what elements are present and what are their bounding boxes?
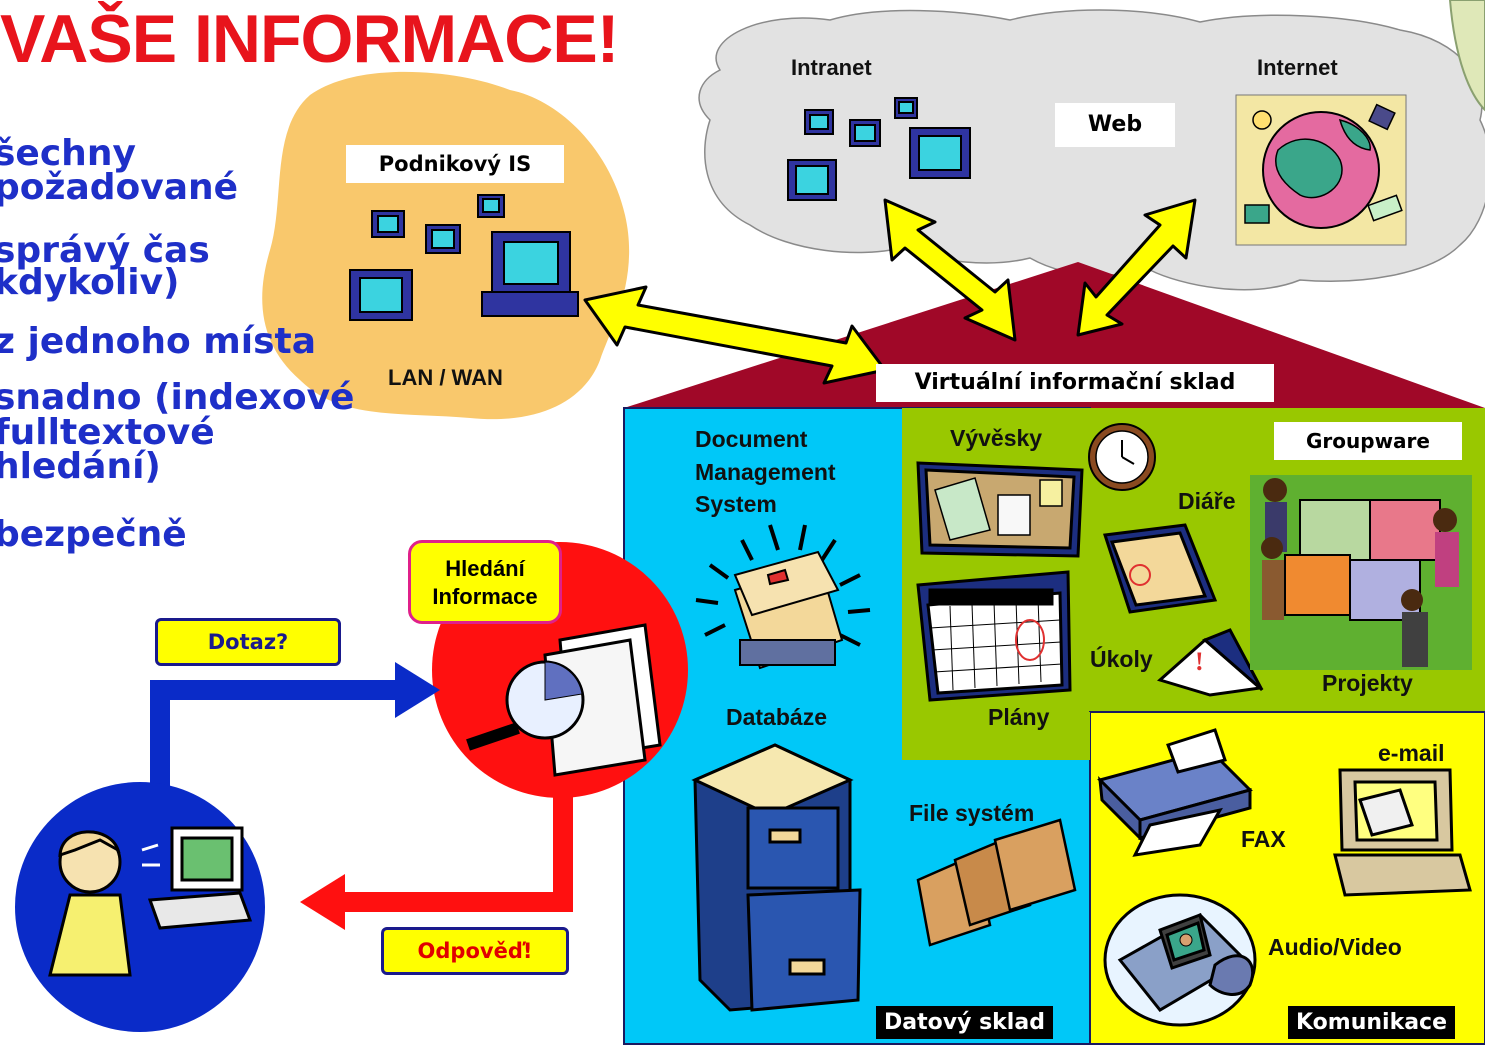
search-label-line2: Informace (432, 584, 538, 609)
bullet-right-time: správý čas (0, 230, 210, 271)
query-badge: Dotaz? (155, 618, 341, 666)
diaries-label: Diáře (1178, 488, 1236, 514)
internet-globe-icon (1235, 94, 1407, 246)
bullet-all: šechny (0, 133, 136, 174)
bullet-fulltext: fulltextové (0, 412, 215, 453)
web-label: Web (1055, 103, 1175, 147)
tasks-label: Úkoly (1090, 646, 1153, 672)
bullet-search: hledání) (0, 446, 161, 487)
communication-label: Komunikace (1288, 1006, 1456, 1039)
dms-label-line3: System (695, 491, 777, 517)
user-at-computer-icon (48, 826, 253, 977)
projects-puzzle-icon (1250, 475, 1472, 670)
wall-clock-icon (1088, 423, 1156, 491)
projects-label: Projekty (1322, 670, 1413, 696)
answer-arrowhead (300, 874, 345, 930)
file-folders-icon (916, 818, 1077, 947)
lan-wan-label: LAN / WAN (388, 365, 503, 390)
query-flow-line (150, 680, 400, 790)
svg-text:!: ! (1195, 647, 1204, 676)
noticeboard-label: Vývěsky (950, 425, 1043, 451)
audio-video-label: Audio/Video (1268, 934, 1402, 960)
virtual-warehouse-label: Virtuální informační sklad (876, 364, 1274, 402)
diary-icon (1103, 523, 1218, 614)
answer-badge: Odpověď! (381, 927, 569, 975)
magnifier-document-icon (466, 623, 662, 777)
groupware-label: Groupware (1274, 422, 1462, 460)
bullet-securely: bezpečně (0, 514, 187, 555)
email-computer-icon (1333, 768, 1472, 897)
search-information-badge: Hledání Informace (408, 540, 562, 624)
search-label-line1: Hledání (445, 556, 525, 581)
data-store-label: Datový sklad (876, 1006, 1053, 1039)
corporate-computers-icon (349, 194, 579, 321)
internet-label: Internet (1257, 55, 1338, 80)
fax-machine-icon (1097, 728, 1253, 857)
corporate-is-label: Podnikový IS (346, 145, 564, 183)
bullet-required: požadované (0, 167, 239, 208)
bullet-easily: snadno (indexové (0, 377, 355, 418)
answer-flow-line (340, 795, 573, 912)
fax-label: FAX (1241, 826, 1286, 852)
bullet-anytime: kdykoliv) (0, 262, 180, 303)
dms-label-line1: Document (695, 426, 808, 452)
arrow-corporate-warehouse (583, 285, 887, 385)
dms-label-line2: Management (695, 459, 836, 485)
dms-paper-stack-icon (695, 524, 871, 670)
videophone-icon (1103, 893, 1257, 1027)
page-title: VAŠE INFORMACE! (0, 1, 619, 77)
database-cabinet-icon (691, 743, 862, 1012)
intranet-label: Intranet (791, 55, 872, 80)
tasks-calendar-icon: ! (1156, 628, 1264, 697)
intranet-computers-icon (787, 97, 971, 201)
query-arrowhead (395, 662, 440, 718)
arrow-intranet-warehouse (883, 198, 1017, 342)
connector-arrows (583, 198, 1197, 385)
plans-label: Plány (988, 704, 1050, 730)
arrow-internet-warehouse (1076, 198, 1197, 337)
filesystem-label: File systém (909, 800, 1035, 826)
database-label: Databáze (726, 704, 827, 730)
email-label: e-mail (1378, 740, 1445, 766)
bullet-one-place: z jednoho místa (0, 321, 317, 362)
plans-calendar-icon (916, 570, 1072, 702)
noticeboard-icon (916, 461, 1084, 558)
